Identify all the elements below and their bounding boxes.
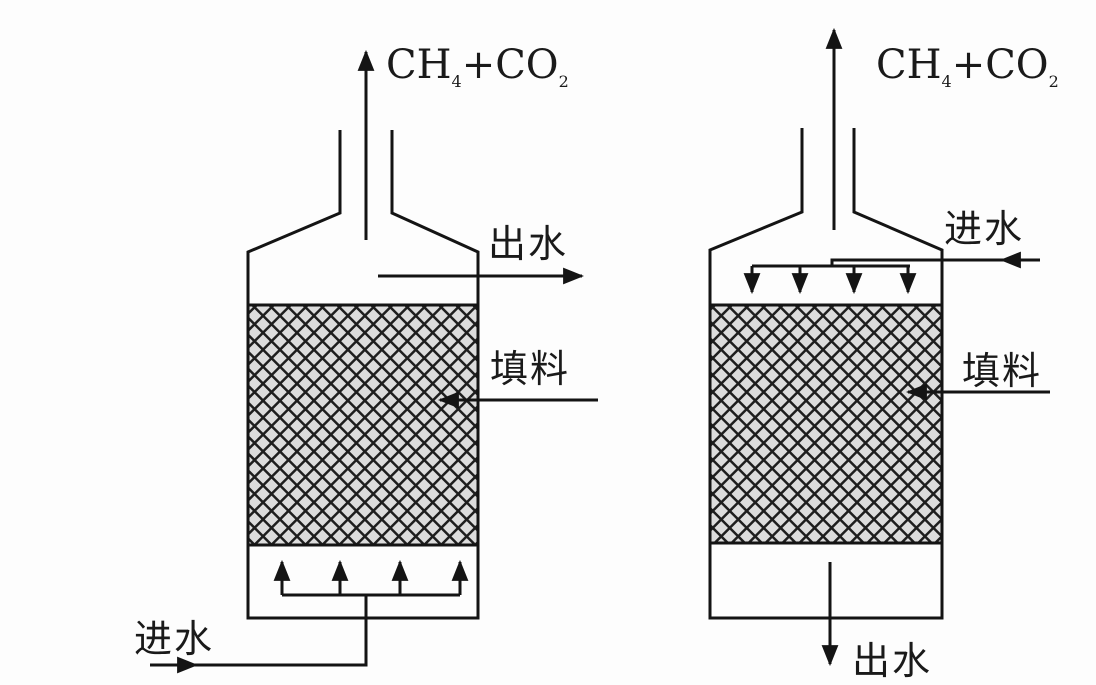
right-gas-label: CH4+CO2 [876, 42, 1059, 91]
right-reactor-body [708, 128, 944, 620]
gas-ch: CH [386, 42, 452, 88]
left-packing-bed [246, 303, 480, 547]
left-inlet-pipe [160, 595, 368, 667]
gas-sub-4: 4 [451, 72, 462, 91]
gas-sub-4: 4 [941, 72, 952, 91]
left-packing-label: 填料 [490, 347, 571, 391]
right-inlet-label: 进水 [944, 207, 1025, 251]
right-packing-label: 填料 [962, 349, 1043, 393]
left-gas-label: CH4+CO2 [386, 42, 569, 91]
left-inlet-label: 进水 [134, 617, 215, 661]
gas-co: +CO [951, 42, 1049, 88]
gas-sub-2: 2 [558, 72, 569, 91]
left-reactor [150, 49, 598, 674]
left-outlet-label: 出水 [488, 222, 569, 266]
right-packing-bed [708, 303, 944, 545]
gas-ch: CH [876, 42, 942, 88]
gas-co: +CO [461, 42, 559, 88]
right-outlet-label: 出水 [852, 639, 933, 683]
right-reactor [708, 27, 1050, 667]
gas-sub-2: 2 [1048, 72, 1059, 91]
left-reactor-body [246, 130, 480, 620]
